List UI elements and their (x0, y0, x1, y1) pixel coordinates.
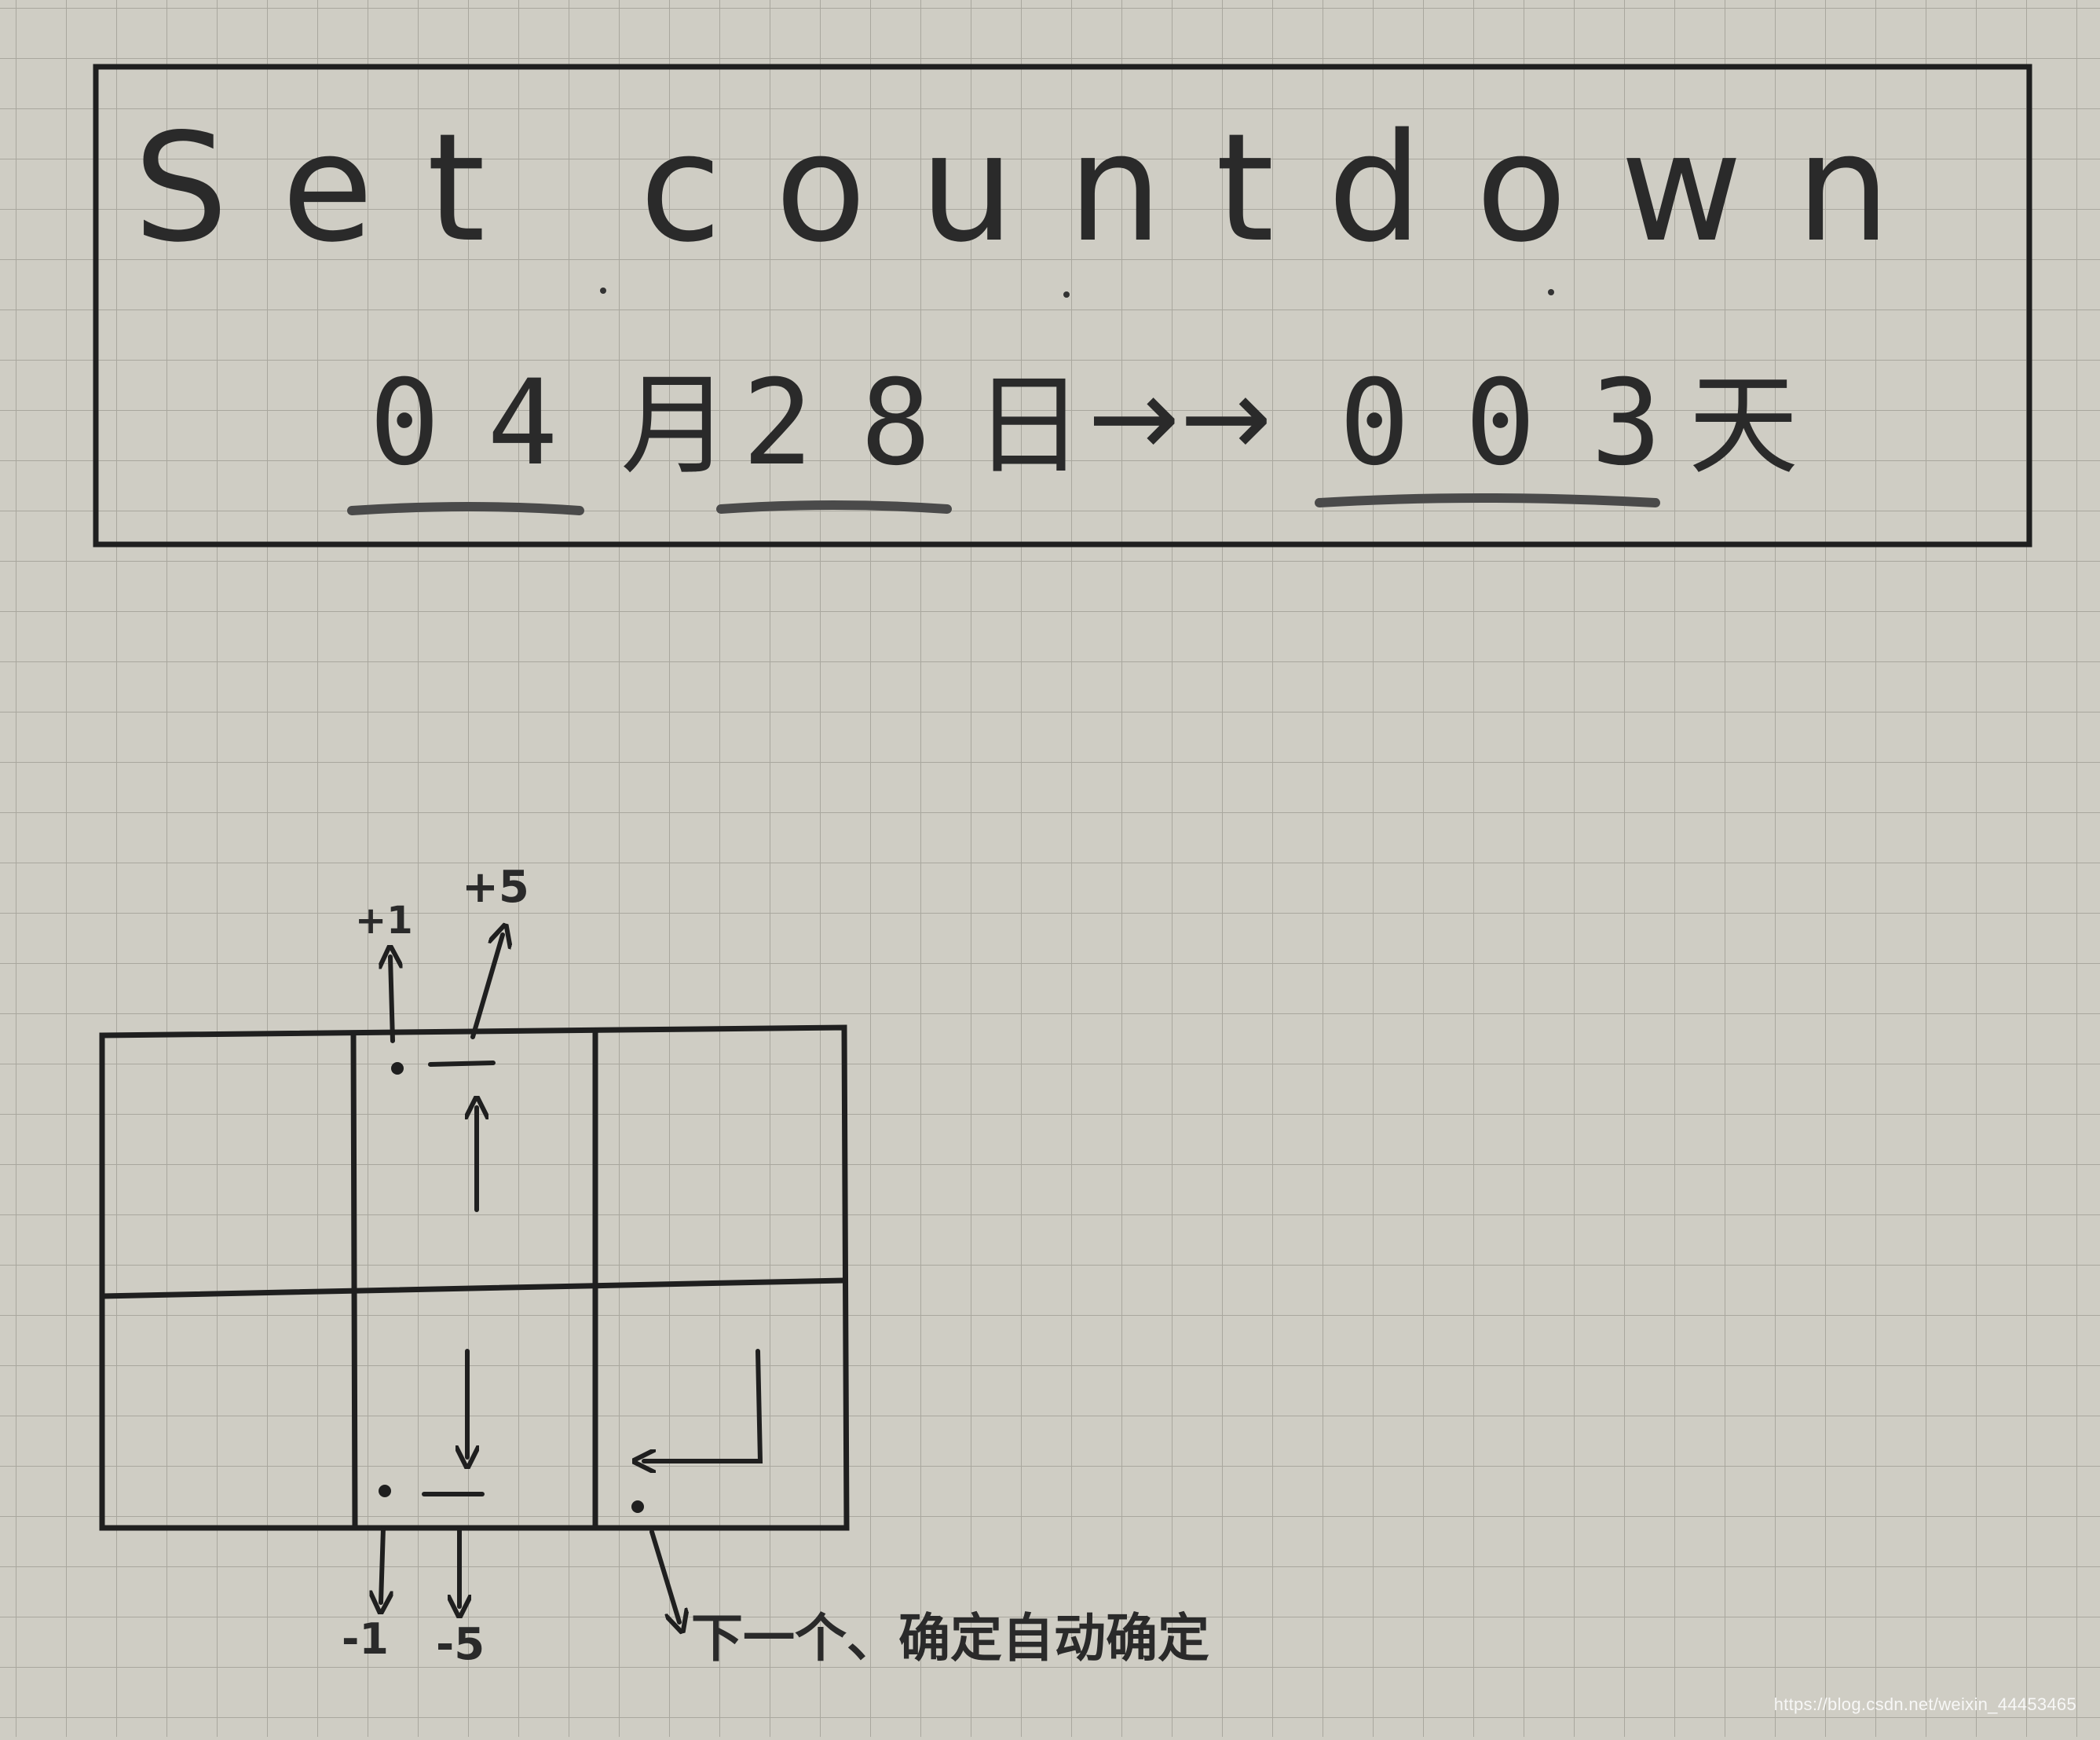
watermark: https://blog.csdn.net/weixin_44453465 (1774, 1694, 2076, 1715)
cursor-dot (1063, 291, 1070, 298)
key-enter[interactable] (598, 1288, 842, 1525)
next-confirm-note: 下一个、确定自动确定 (691, 1608, 1209, 1669)
month-value[interactable]: 04 (369, 355, 605, 492)
cursor-dot (600, 288, 606, 294)
key-down[interactable] (357, 1296, 594, 1525)
key-top-left[interactable] (105, 1039, 352, 1294)
day-underline (721, 505, 947, 509)
short-press-dot (631, 1500, 644, 1513)
day-unit: 日 (974, 362, 1084, 490)
minus-one-label: -1 (342, 1614, 389, 1664)
long-press-dash (430, 1063, 493, 1064)
screen-title: Set countdown (134, 101, 1944, 275)
plus-one-arrow-icon (390, 957, 393, 1041)
minus-one-arrow-icon (381, 1528, 383, 1603)
keypad-divider (353, 1033, 355, 1528)
month-underline (352, 507, 580, 511)
days-unit: 天 (1688, 362, 1798, 490)
arrow-glyph: →→ (1088, 354, 1272, 482)
cursor-dot (1548, 289, 1554, 295)
plus-one-label: +1 (355, 899, 413, 943)
key-bottom-left[interactable] (105, 1300, 352, 1525)
day-value[interactable]: 28 (742, 355, 979, 492)
key-top-right[interactable] (598, 1033, 842, 1284)
month-unit: 月 (620, 362, 730, 490)
days-underline (1319, 498, 1655, 503)
plus-five-label: +5 (462, 862, 529, 913)
short-press-dot (379, 1485, 391, 1497)
short-press-dot (391, 1062, 404, 1075)
minus-five-label: -5 (436, 1619, 485, 1670)
days-value[interactable]: 003 (1339, 355, 1717, 492)
